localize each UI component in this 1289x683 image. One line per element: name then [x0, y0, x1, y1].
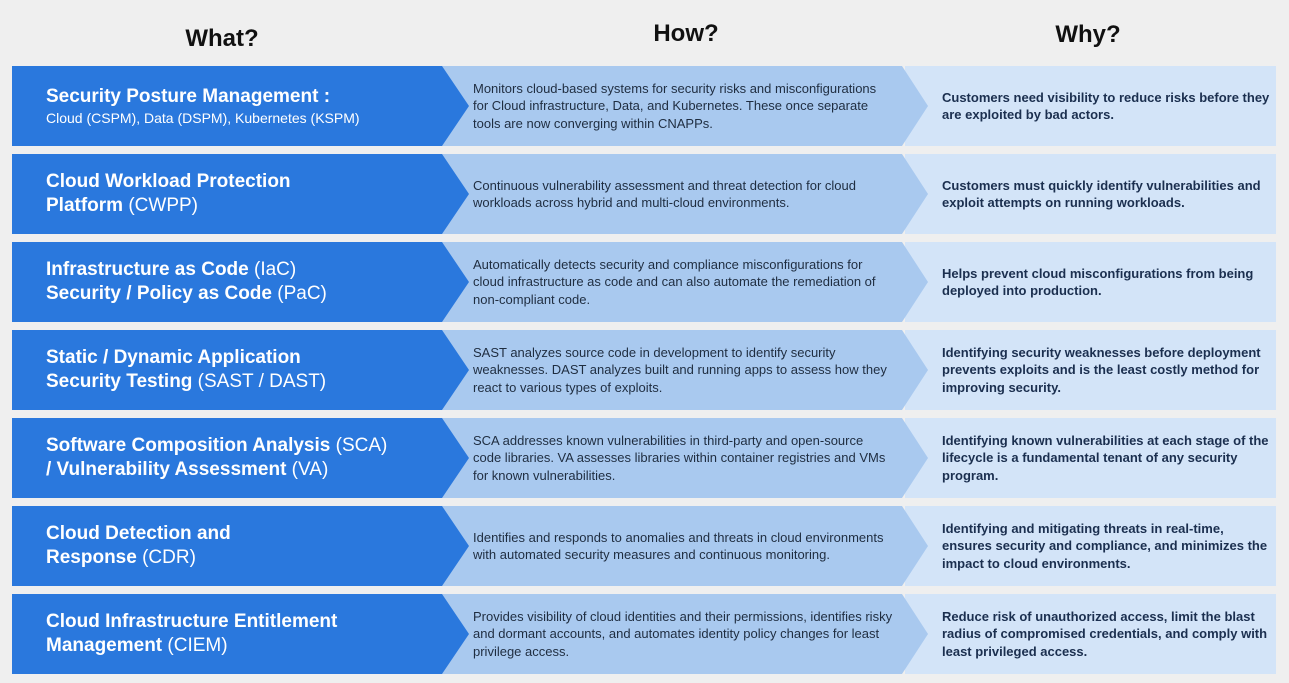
what-text: Security Posture Management : Cloud (CSP… — [46, 66, 446, 146]
how-arrow — [432, 418, 928, 498]
what-arrow — [12, 418, 469, 498]
what-title-line: Management (CIEM) — [46, 635, 228, 656]
what-arrow — [12, 594, 469, 674]
what-arrow — [12, 66, 469, 146]
how-arrow — [432, 594, 928, 674]
what-text: Cloud Infrastructure Entitlement Managem… — [46, 594, 446, 674]
how-description: Identifies and responds to anomalies and… — [473, 529, 884, 563]
why-cell — [905, 66, 1276, 146]
row-iac-pac: Infrastructure as Code (IaC) Security / … — [12, 242, 1276, 322]
why-cell — [905, 506, 1276, 586]
how-arrow — [432, 242, 928, 322]
what-text: Static / Dynamic Application Security Te… — [46, 330, 446, 410]
why-description: Customers must quickly identify vulnerab… — [942, 177, 1261, 211]
row-sca-va: Software Composition Analysis (SCA) / Vu… — [12, 418, 1276, 498]
what-arrow — [12, 506, 469, 586]
what-title-line: Response (CDR) — [46, 547, 196, 568]
why-cell — [905, 418, 1276, 498]
what-title-line: Security Testing (SAST / DAST) — [46, 371, 327, 392]
why-cell — [905, 242, 1276, 322]
row-ciem: Cloud Infrastructure Entitlement Managem… — [12, 594, 1276, 674]
what-title-line: Security / Policy as Code (PaC) — [46, 283, 327, 304]
why-cell — [905, 594, 1276, 674]
header-why: Why? — [1055, 21, 1121, 48]
how-arrow — [432, 330, 928, 410]
what-title-line: Software Composition Analysis (SCA) — [46, 435, 388, 456]
header-how: How? — [653, 20, 719, 47]
what-title-line: Platform (CWPP) — [46, 195, 199, 216]
row-security-posture-management: Security Posture Management : Cloud (CSP… — [12, 66, 1276, 146]
why-description: Identifying known vulnerabilities at eac… — [942, 432, 1269, 483]
what-title-line: Static / Dynamic Application — [46, 347, 301, 368]
why-description: Customers need visibility to reduce risk… — [942, 89, 1270, 123]
what-title-line: / Vulnerability Assessment (VA) — [46, 459, 329, 480]
what-text: Cloud Workload Protection Platform (CWPP… — [46, 154, 446, 234]
what-title-line: Cloud Detection and — [46, 523, 231, 544]
how-arrow — [432, 66, 928, 146]
header-what: What? — [185, 25, 259, 52]
how-description: Monitors cloud-based systems for securit… — [473, 80, 877, 131]
what-subtitle: Cloud (CSPM), Data (DSPM), Kubernetes (K… — [46, 110, 360, 126]
how-description: SAST analyzes source code in development… — [473, 344, 887, 395]
row-sast-dast: Static / Dynamic Application Security Te… — [12, 330, 1276, 410]
how-description: Provides visibility of cloud identities … — [473, 608, 893, 659]
what-text: Infrastructure as Code (IaC) Security / … — [46, 242, 446, 322]
row-cdr: Cloud Detection and Response (CDR) Ident… — [12, 506, 1276, 586]
column-headers: What? How? Why? — [0, 0, 1289, 64]
what-text: Software Composition Analysis (SCA) / Vu… — [46, 418, 446, 498]
what-arrow — [12, 154, 469, 234]
what-title-line: Cloud Infrastructure Entitlement — [46, 611, 338, 632]
why-cell — [905, 330, 1276, 410]
what-arrow — [12, 330, 469, 410]
why-description: Reduce risk of unauthorized access, limi… — [942, 608, 1268, 659]
why-description: Helps prevent cloud misconfigurations fr… — [942, 265, 1254, 299]
why-cell — [905, 154, 1276, 234]
how-description: Continuous vulnerability assessment and … — [473, 177, 856, 211]
how-description: SCA addresses known vulnerabilities in t… — [473, 432, 886, 483]
how-description: Automatically detects security and compl… — [473, 256, 876, 307]
what-arrow — [12, 242, 469, 322]
how-arrow — [432, 154, 928, 234]
what-title-line: Infrastructure as Code (IaC) — [46, 259, 297, 280]
why-description: Identifying security weaknesses before d… — [942, 344, 1261, 395]
what-text: Cloud Detection and Response (CDR) — [46, 506, 446, 586]
row-cwpp: Cloud Workload Protection Platform (CWPP… — [12, 154, 1276, 234]
what-title-line: Cloud Workload Protection — [46, 171, 291, 192]
how-arrow — [432, 506, 928, 586]
what-title-line: Security Posture Management : — [46, 86, 331, 107]
why-description: Identifying and mitigating threats in re… — [942, 520, 1268, 571]
